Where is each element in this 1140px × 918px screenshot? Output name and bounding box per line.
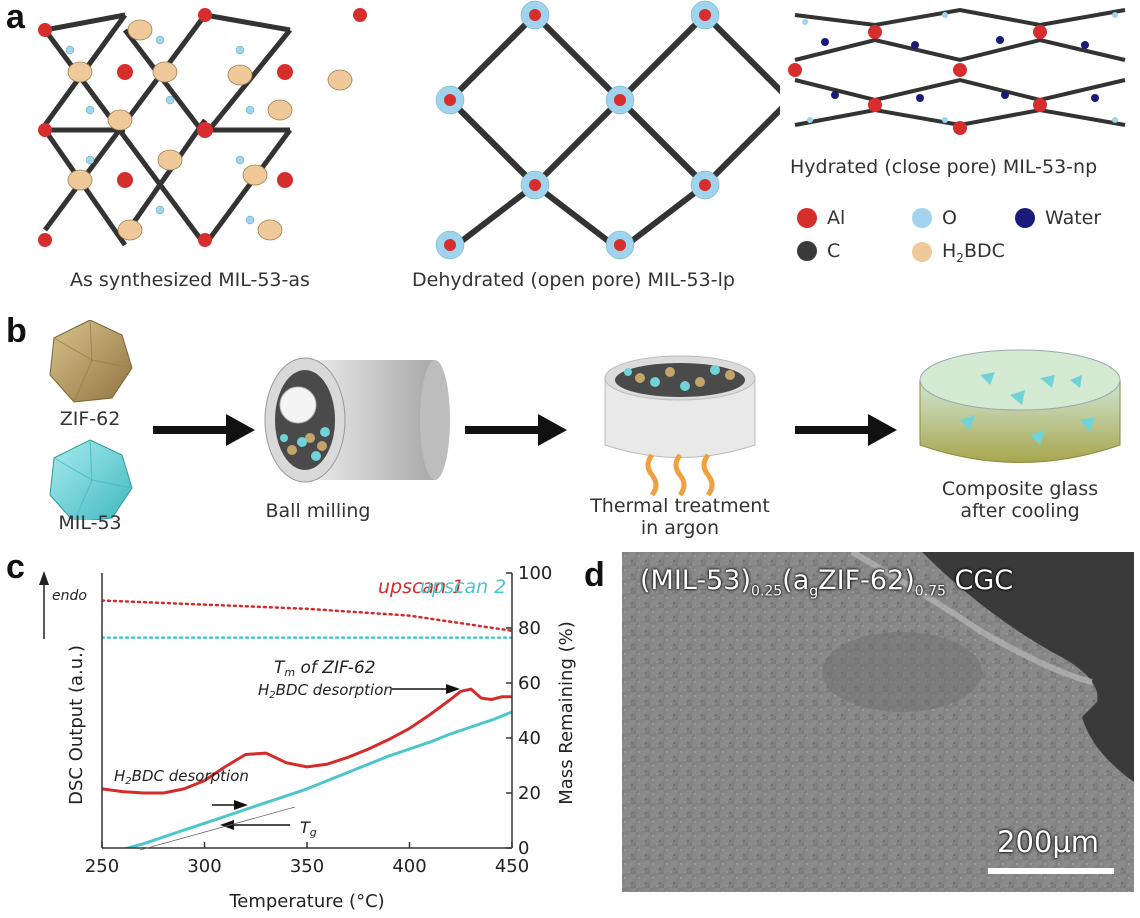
- dsc-tga-chart: endo Temperature (°C) DSC Output (a.u.) …: [39, 563, 577, 912]
- caption-open-pore: Dehydrated (open pore) MIL-53-lp: [412, 269, 735, 291]
- c-atom-icon: [797, 241, 817, 261]
- thermal-line1: Thermal treatment: [590, 495, 770, 517]
- arrow-icon: [153, 414, 897, 446]
- scale-bar-label: 200μm: [997, 825, 1100, 859]
- tm-sub: m: [284, 666, 295, 679]
- y-tick-label: 0: [518, 838, 529, 859]
- x-tick-label: 400: [392, 856, 426, 877]
- h2bdc-sub: 2: [956, 250, 964, 265]
- sem-title-sub1: 0.25: [751, 583, 783, 600]
- label-zif62: ZIF-62: [59, 408, 121, 430]
- scale-bar-icon: [988, 868, 1114, 874]
- tg-sub: g: [310, 826, 317, 839]
- h2bdc-main: H: [942, 240, 957, 262]
- sem-title-part2: (a: [782, 565, 810, 596]
- legend-upscan2: upscan 2: [420, 576, 506, 598]
- process-schematic: [49, 320, 1121, 520]
- panel-label-b: b: [6, 312, 27, 350]
- water-molecule-icon: [1015, 208, 1035, 228]
- y-tick-label: 100: [518, 563, 552, 584]
- sem-title: (MIL-53)0.25(agZIF-62)0.75 CGC: [640, 565, 1013, 599]
- sem-title-part1: (MIL-53): [640, 565, 751, 596]
- annotation-tm-zif62: Tm of ZIF-62: [274, 658, 376, 679]
- y-tick-label: 40: [518, 728, 541, 749]
- legend-upscan1: upscan 1: [378, 576, 464, 598]
- h2bdc-low-main: H: [114, 767, 125, 785]
- tm-tail: of ZIF-62: [295, 658, 375, 678]
- y-tick-label: 80: [518, 618, 541, 639]
- caption-as-synthesized: As synthesized MIL-53-as: [70, 269, 310, 291]
- legend-c-label: C: [827, 240, 841, 262]
- heat-icon: [645, 453, 715, 497]
- mil53-crystal-icon: [49, 439, 133, 520]
- x-tick-label: 350: [290, 856, 324, 877]
- structure-open-pore: [435, 0, 780, 260]
- crucible-icon: [604, 355, 756, 458]
- endo-label: endo: [52, 588, 87, 604]
- plot-area: [102, 599, 512, 848]
- series-line-dsc-upscan1: [102, 687, 512, 795]
- label-mil53: MIL-53: [58, 512, 122, 534]
- h2bdc-high-sub: 2: [269, 690, 275, 701]
- structure-close-pore: [788, 7, 1126, 135]
- annotation-h2bdc-desorption-high: H2BDC desorption: [258, 681, 393, 701]
- h2bdc-high-main: H: [258, 681, 269, 699]
- annotation-h2bdc-desorption-low: H2BDC desorption: [114, 767, 249, 787]
- tg-tangent-line: [139, 806, 296, 851]
- legend-o: O: [912, 207, 957, 229]
- annotation-arrowhead-high: [446, 684, 460, 694]
- caption-close-pore: Hydrated (close pore) MIL-53-np: [790, 156, 1098, 178]
- x-tick-label: 250: [85, 856, 119, 877]
- sem-micrograph: [622, 552, 1134, 892]
- mil53-crystal-structures: [38, 0, 780, 260]
- h2bdc-tail: BDC: [963, 240, 1005, 262]
- al-atom-icon: [797, 208, 817, 228]
- annotation-tg: Tg: [300, 818, 317, 839]
- label-composite-glass: Composite glass after cooling: [920, 478, 1120, 522]
- endo-arrowhead-icon: [39, 571, 49, 585]
- composite-glass-icon: [919, 349, 1121, 463]
- legend-h2bdc: H2BDC: [912, 240, 1005, 265]
- legend-al-label: Al: [827, 207, 846, 229]
- label-thermal-treatment: Thermal treatment in argon: [590, 495, 770, 539]
- panel-label-c: c: [6, 548, 25, 586]
- tg-main: T: [300, 818, 311, 837]
- tm-main: T: [274, 658, 286, 678]
- annotation-arrowhead-tg: [220, 820, 234, 830]
- legend-o-label: O: [942, 207, 957, 229]
- h2bdc-molecule-icon: [912, 242, 932, 263]
- legend-h2bdc-label: H2BDC: [942, 240, 1005, 265]
- h2bdc-low-tail: BDC desorption: [132, 767, 249, 785]
- h2bdc-high-tail: BDC desorption: [276, 681, 393, 699]
- x-tick-label: 300: [187, 856, 221, 877]
- x-axis-label: Temperature (°C): [228, 891, 384, 912]
- x-tick-label: 450: [495, 856, 529, 877]
- y-axis-left-label: DSC Output (a.u.): [66, 645, 87, 805]
- y-tick-label: 20: [518, 783, 541, 804]
- legend-water-label: Water: [1045, 207, 1102, 229]
- legend-water: Water: [1015, 207, 1101, 229]
- h2bdc-low-sub: 2: [125, 776, 131, 787]
- y-axis-right-label: Mass Remaining (%): [556, 621, 577, 805]
- label-ball-milling: Ball milling: [265, 500, 371, 522]
- legend-c: C: [797, 240, 840, 262]
- glass-line2: after cooling: [960, 500, 1080, 522]
- y-tick-label: 60: [518, 673, 541, 694]
- o-atom-icon: [912, 208, 932, 228]
- panel-label-a: a: [6, 0, 25, 36]
- series-line-mass-upscan1: [102, 599, 512, 633]
- zif62-crystal-icon: [49, 320, 133, 403]
- series-line-dsc-upscan2: [121, 710, 512, 848]
- structure-as-synthesized: [38, 8, 367, 247]
- sem-title-part3: ZIF-62): [818, 565, 915, 596]
- glass-line1: Composite glass: [941, 478, 1099, 500]
- thermal-line2: in argon: [640, 517, 720, 539]
- annotation-arrowhead-low: [234, 800, 248, 810]
- ball-mill-icon: [264, 357, 450, 483]
- legend-al: Al: [797, 207, 845, 229]
- panel-label-d: d: [584, 556, 605, 594]
- sem-title-sub3: 0.75: [914, 583, 946, 600]
- sem-title-part4: CGC: [945, 565, 1014, 596]
- sem-title-sub2: g: [809, 583, 819, 600]
